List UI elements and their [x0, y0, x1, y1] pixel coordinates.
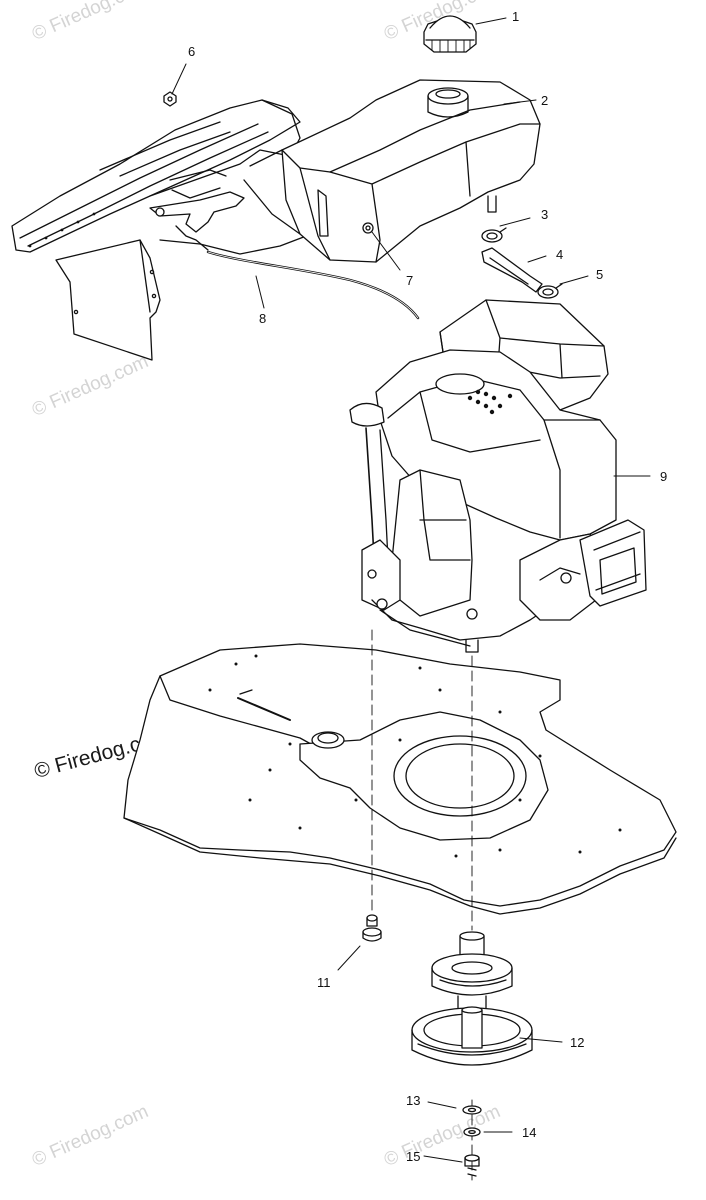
bolt	[163, 91, 177, 107]
hose-clamp	[481, 227, 507, 243]
throttle-cable	[206, 250, 420, 320]
hose-clamp	[537, 283, 563, 299]
callout-4: 4	[556, 247, 564, 262]
callout-5: 5	[596, 267, 604, 282]
tank-fitting	[362, 222, 374, 234]
callout-13: 14	[522, 1125, 537, 1140]
engine	[349, 299, 647, 653]
callout-8: 8	[259, 311, 267, 326]
engine-bolt	[362, 914, 382, 942]
fuel-tank	[243, 79, 541, 263]
dash-panel	[11, 99, 323, 361]
callout-9: 9	[660, 469, 668, 484]
callout-15: 13	[406, 1093, 421, 1108]
fuel-cap	[423, 15, 477, 53]
fuel-hose	[481, 247, 543, 293]
leader-lines	[171, 17, 651, 1163]
callout-11: 11	[317, 975, 331, 990]
callout-1: 1	[512, 9, 520, 24]
washer	[462, 1105, 482, 1115]
callout-3: 3	[541, 207, 549, 222]
callout-6: 6	[188, 44, 196, 59]
callout-12: 12	[570, 1035, 585, 1050]
callout-7: 7	[406, 273, 414, 288]
callout-2: 2	[541, 93, 549, 108]
screw	[464, 1154, 480, 1177]
callout-14: 15	[406, 1149, 421, 1164]
pulley	[411, 931, 533, 1066]
throttle-lever	[149, 191, 245, 251]
frame-deck	[123, 643, 677, 915]
lock-washer	[463, 1127, 481, 1137]
